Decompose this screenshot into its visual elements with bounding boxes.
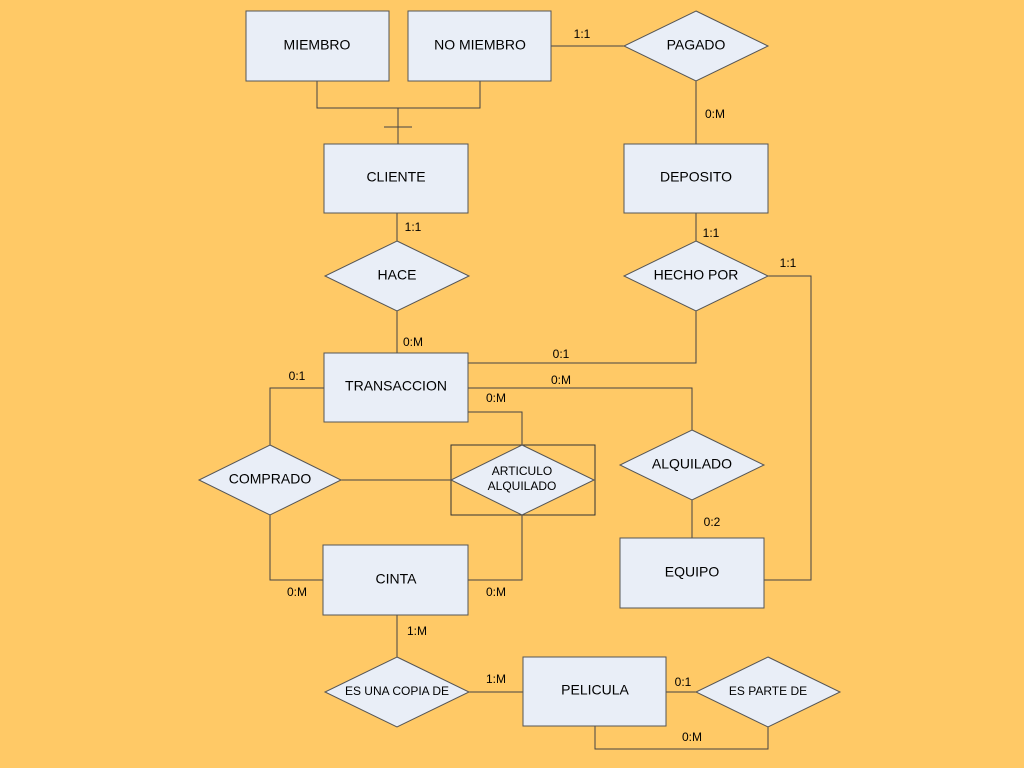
edge-transaccion-articulo bbox=[468, 411, 523, 445]
cardinality-pagado-deposito: 0:M bbox=[705, 107, 725, 121]
cardinality-transaccion-comprado: 0:1 bbox=[289, 369, 306, 383]
cardinality-cliente-hace: 1:1 bbox=[405, 220, 422, 234]
cardinality-cinta-copia: 1:M bbox=[407, 624, 427, 638]
entity-equipo: EQUIPO bbox=[619, 537, 765, 609]
cardinality-nomiembro-pagado: 1:1 bbox=[574, 27, 591, 41]
relationship-alquilado-line-label: ALQUILADO bbox=[488, 479, 557, 493]
entity-cliente: CLIENTE bbox=[323, 143, 469, 214]
relationship-hace-label: HACE bbox=[378, 267, 417, 283]
cardinality-comprado-cinta: 0:M bbox=[287, 585, 307, 599]
entity-transaccion-label: TRANSACCION bbox=[345, 378, 447, 394]
cardinality-labels: 1:1 0:M 1:1 1:1 1:1 0:M 0:1 0:1 0:M 0:M … bbox=[287, 27, 797, 744]
entity-transaccion: TRANSACCION bbox=[323, 352, 469, 423]
cardinality-partede-pelicula: 0:M bbox=[682, 730, 702, 744]
cardinality-transaccion-hechopor: 0:1 bbox=[553, 347, 570, 361]
cardinality-articulo-cinta: 0:M bbox=[486, 585, 506, 599]
edge-articulo-cinta bbox=[468, 515, 523, 581]
edge-transaccion-alquilado bbox=[468, 387, 693, 430]
entity-no-miembro-label: NO MIEMBRO bbox=[434, 37, 526, 53]
edge-transaccion-comprado bbox=[269, 387, 324, 445]
entity-pelicula-label: PELICULA bbox=[561, 682, 629, 698]
entity-cinta-label: CINTA bbox=[376, 571, 418, 587]
relationship-alquilado: ALQUILADO bbox=[618, 429, 766, 501]
edge-hechopor-transaccion bbox=[468, 311, 697, 364]
entity-deposito-label: DEPOSITO bbox=[660, 169, 732, 185]
edge-hechopor-equipo bbox=[764, 275, 812, 581]
relationship-es-parte-de-label: ES PARTE DE bbox=[729, 684, 807, 698]
entity-cliente-label: CLIENTE bbox=[366, 169, 425, 185]
entity-pelicula: PELICULA bbox=[522, 656, 667, 727]
associative-entity-articulo-alquilado: ARTICULO ALQUILADO bbox=[449, 444, 596, 516]
cardinality-alquilado-equipo: 0:2 bbox=[704, 515, 721, 529]
entity-deposito: DEPOSITO bbox=[623, 143, 769, 214]
cardinality-transaccion-alquilado: 0:M bbox=[551, 373, 571, 387]
relationship-articulo-label: ARTICULO bbox=[492, 464, 552, 478]
edge-comprado-cinta bbox=[269, 515, 323, 581]
entity-miembro: MIEMBRO bbox=[245, 10, 390, 82]
relationship-pagado-label: PAGADO bbox=[667, 37, 726, 53]
relationship-es-una-copia-de-label: ES UNA COPIA DE bbox=[345, 684, 449, 698]
cardinality-deposito-hechopor: 1:1 bbox=[703, 226, 720, 240]
cardinality-hechopor-equipo: 1:1 bbox=[780, 256, 797, 270]
entity-no-miembro: NO MIEMBRO bbox=[407, 10, 552, 82]
entity-equipo-label: EQUIPO bbox=[665, 564, 720, 580]
entity-miembro-label: MIEMBRO bbox=[284, 37, 351, 53]
relationship-alquilado-label: ALQUILADO bbox=[652, 456, 732, 472]
relationship-hecho-por-label: HECHO POR bbox=[654, 267, 739, 283]
entity-cinta: CINTA bbox=[322, 544, 469, 616]
edges bbox=[269, 45, 812, 750]
relationship-comprado: COMPRADO bbox=[197, 444, 343, 516]
cardinality-pelicula-partede: 0:1 bbox=[675, 675, 692, 689]
relationship-pagado: PAGADO bbox=[622, 10, 770, 82]
relationship-comprado-label: COMPRADO bbox=[229, 471, 312, 487]
relationship-hecho-por: HECHO POR bbox=[622, 240, 770, 312]
cardinality-transaccion-articulo: 0:M bbox=[486, 391, 506, 405]
cardinality-copia-pelicula: 1:M bbox=[486, 672, 506, 686]
relationship-es-parte-de: ES PARTE DE bbox=[694, 656, 842, 728]
relationship-hace: HACE bbox=[323, 240, 471, 312]
relationship-es-una-copia-de: ES UNA COPIA DE bbox=[323, 656, 471, 728]
edge-partede-pelicula bbox=[594, 726, 769, 750]
cardinality-hace-transaccion: 0:M bbox=[403, 335, 423, 349]
